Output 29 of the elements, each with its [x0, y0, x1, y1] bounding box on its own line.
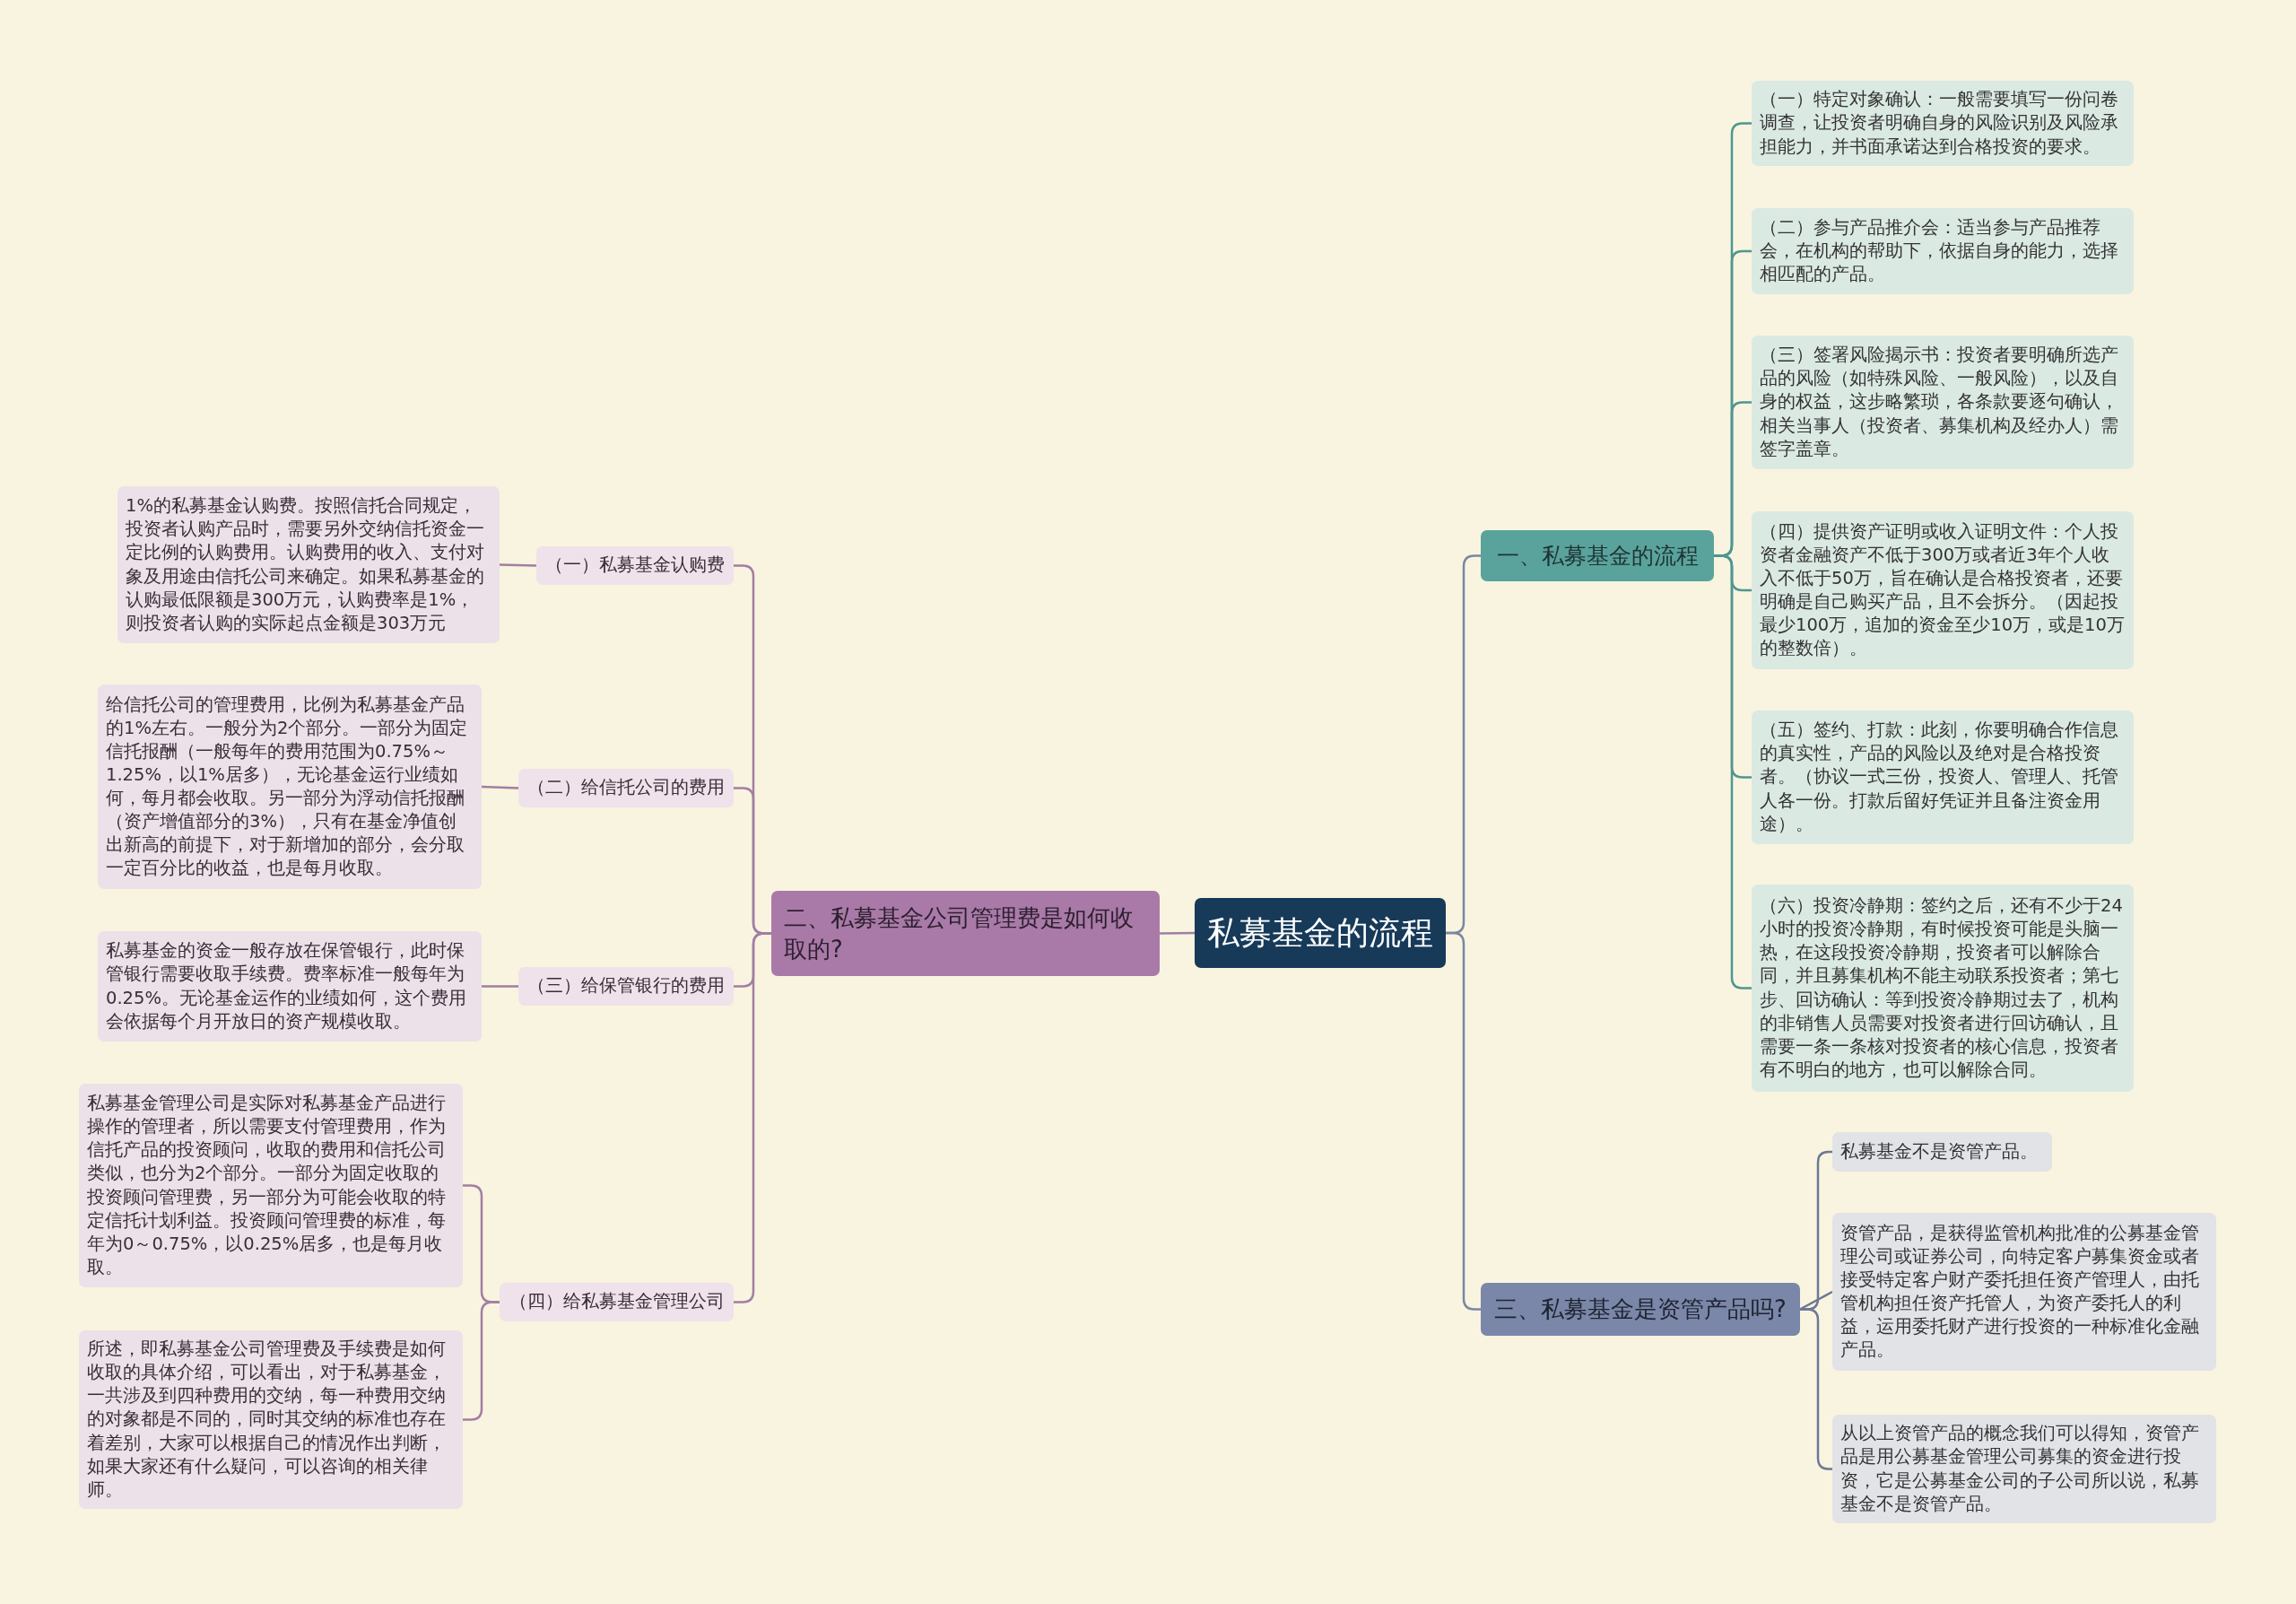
subtopic-box: （一）私募基金认购费: [536, 546, 734, 585]
note-box: 所述，即私募基金公司管理费及手续费是如何收取的具体介绍，可以看出，对于私募基金，一共涉及到四种费用的交纳，每一种费用交纳的对象都是不同的，同时其交纳的标准也存在着差别，大家可以根据自己的情况作出判断，如果大家还有什么疑问，可以咨询的相关律师。: [79, 1330, 463, 1509]
note-box: 私募基金管理公司是实际对私募基金产品进行操作的管理者，所以需要支付管理费用，作为信托产品的投资顾问，收取的费用和信托公司类似，也分为2个部分。一部分为固定收取的投资顾问管理费，另一部分为可能会收取的特定信托计划利益。投资顾问管理费的标准，每年为0～0.75%，以0.25%居多，也是每月收取。: [79, 1084, 463, 1287]
note-box: （一）特定对象确认：一般需要填写一份问卷调查，让投资者明确自身的风险识别及风险承担能力，并书面承诺达到合格投资的要求。: [1752, 81, 2134, 166]
connector-line: [481, 785, 519, 789]
note-box: （六）投资冷静期：签约之后，还有不少于24小时的投资冷静期，有时候投资可能是头脑一热，在这段投资冷静期，投资者可以解除合同，并且募集机构不能主动联系投资者；第七步、回访确认：等到投资冷静期过去了，机构的非销售人员需要对投资者进行回访确认，且需要一条一条核对投资者的核心信息，投资者有不明白的地方，也可以解除合同。: [1752, 885, 2134, 1092]
note-box: （三）签署风险揭示书：投资者要明确所选产品的风险（如特殊风险、一般风险），以及自身的权益，这步略繁琐，各条款要逐句确认，相关当事人（投资者、募集机构及经办人）需签字盖章。: [1752, 336, 2134, 469]
topic-box: 三、私募基金是资管产品吗?: [1481, 1283, 1800, 1336]
subtopic-box: （三）给保管银行的费用: [518, 967, 734, 1006]
connector-line: [499, 563, 537, 567]
connector-line: [1799, 1290, 1833, 1311]
topic-box: 二、私募基金公司管理费是如何收取的?: [771, 891, 1160, 976]
connector-line: [1160, 931, 1195, 935]
note-box: 从以上资管产品的概念我们可以得知，资管产品是用公募基金管理公司募集的资金进行投资，它是公募基金公司的子公司所以说，私募基金不是资管产品。: [1832, 1415, 2216, 1523]
note-box: （二）参与产品推介会：适当参与产品推荐会，在机构的帮助下，依据自身的能力，选择相匹配的产品。: [1752, 208, 2134, 294]
subtopic-box: （二）给信托公司的费用: [518, 769, 734, 807]
connector-line: [734, 932, 771, 1303]
central-topic-box: 私募基金的流程: [1195, 898, 1446, 968]
note-box: 1%的私募基金认购费。按照信托合同规定，投资者认购产品时，需要另外交纳信托资金一定比例的认购费用。认购费用的收入、支付对象及用途由信托公司来确定。如果私募基金的认购最低限额是300万元，认购费率是1%，则投资者认购的实际起点金额是303万元: [117, 486, 500, 643]
note-box: （五）签约、打款：此刻，你要明确合作信息的真实性，产品的风险以及绝对是合格投资者。（协议一式三份，投资人、管理人、托管人各一份。打款后留好凭证并且备注资金用途）。: [1752, 710, 2134, 844]
note-box: （四）提供资产证明或收入证明文件：个人投资者金融资产不低于300万或者近3年个人收入不低于50万，旨在确认是合格投资者，还要明确是自己购买产品，且不会拆分。（因起投最少100万，追加的资金至少10万，或是10万的整数倍）。: [1752, 511, 2134, 669]
connector-line: [482, 985, 518, 988]
topic-box: 一、私募基金的流程: [1481, 530, 1714, 581]
subtopic-box: （四）给私募基金管理公司: [500, 1283, 734, 1321]
connector-line: [463, 1301, 500, 1421]
note-box: 私募基金的资金一般存放在保管银行，此时保管银行需要收取手续费。费率标准一般每年为0.25%。无论基金运作的业绩如何，这个费用会依据每个月开放日的资产规模收取。: [98, 931, 482, 1042]
note-box: 资管产品，是获得监管机构批准的公募基金管理公司或证券公司，向特定客户募集资金或者接受特定客户财产委托担任资产管理人，由托管机构担任资产托管人，为资产委托人的利益，运用委托财产进行投资的一种标准化金融产品。: [1832, 1213, 2216, 1371]
note-box: 私募基金不是资管产品。: [1832, 1132, 2052, 1172]
note-box: 给信托公司的管理费用，比例为私募基金产品的1%左右。一般分为2个部分。一部分为固定信托报酬（一般每年的费用范围为0.75%～1.25%，以1%居多），无论基金运行业绩如何，每月都会收取。另一部分为浮动信托报酬（资产增值部分的3%），只有在基金净值创出新高的前提下，对于新增加的部分，会分取一定百分比的收益，也是每月收取。: [98, 684, 482, 889]
